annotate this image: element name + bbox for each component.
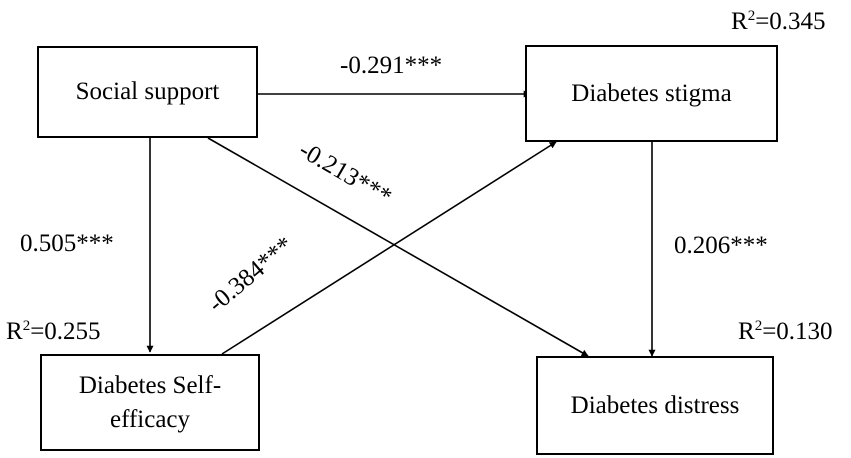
arrow-support-to-distress bbox=[207, 137, 589, 357]
node-diabetes-stigma-label: Diabetes stigma bbox=[571, 79, 732, 107]
node-diabetes-distress: Diabetes distress bbox=[536, 356, 774, 455]
r2-superscript: 2 bbox=[747, 8, 756, 24]
node-diabetes-self-efficacy: Diabetes Self- efficacy bbox=[40, 354, 260, 451]
r2-diabetes-stigma: R2=0.345 bbox=[731, 8, 826, 36]
node-self-efficacy-line2: efficacy bbox=[109, 405, 191, 433]
coef-support-to-stigma: -0.291*** bbox=[340, 52, 443, 79]
node-diabetes-distress-label: Diabetes distress bbox=[570, 391, 740, 419]
r2-superscript: 2 bbox=[22, 318, 31, 334]
arrow-self-efficacy-to-stigma bbox=[221, 141, 557, 355]
r2-value: =0.345 bbox=[755, 8, 826, 35]
coef-support-to-self-efficacy: 0.505*** bbox=[20, 230, 114, 257]
r2-superscript: 2 bbox=[754, 318, 763, 334]
node-social-support: Social support bbox=[37, 46, 258, 138]
r2-value: =0.255 bbox=[30, 318, 101, 345]
node-self-efficacy-line1: Diabetes Self- bbox=[78, 371, 222, 399]
r2-symbol: R bbox=[731, 8, 748, 35]
r2-symbol: R bbox=[738, 318, 755, 345]
node-social-support-label: Social support bbox=[75, 78, 220, 105]
r2-self-efficacy: R2=0.255 bbox=[6, 318, 101, 346]
r2-diabetes-distress: R2=0.130 bbox=[738, 318, 833, 346]
r2-value: =0.130 bbox=[762, 318, 833, 345]
coef-stigma-to-distress: 0.206*** bbox=[674, 232, 768, 259]
node-diabetes-stigma: Diabetes stigma bbox=[525, 45, 778, 142]
r2-symbol: R bbox=[6, 318, 23, 345]
